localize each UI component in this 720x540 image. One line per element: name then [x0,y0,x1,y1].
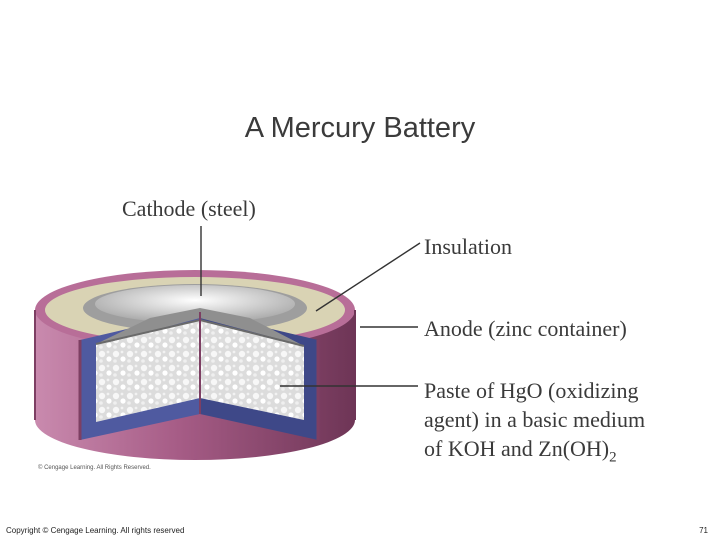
anode-label: Anode (zinc container) [424,316,627,341]
footer-copyright: Copyright © Cengage Learning. All rights… [6,526,185,535]
paste-label-subscript: 2 [609,449,617,466]
paste-right-face [200,320,304,420]
leader-lines [200,226,421,387]
insulation-label: Insulation [424,234,512,259]
paste-label-line3-main: of KOH and Zn(OH) [424,436,610,461]
paste-label: Paste of HgO (oxidizing agent) in a basi… [424,376,645,472]
cutaway-section [34,308,356,440]
slide-number: 71 [699,526,708,535]
image-credit: © Cengage Learning. All Rights Reserved. [38,465,151,471]
paste-label-line2: agent) in a basic medium [424,407,646,432]
paste-left-face [96,320,200,422]
cathode-label: Cathode (steel) [122,196,256,221]
insulation-leader [315,242,421,312]
paste-label-line3: of KOH and Zn(OH)2 [424,434,645,472]
steel-cathode-cap [95,285,295,323]
slide-title: A Mercury Battery [244,112,476,144]
paste-label-line1: Paste of HgO (oxidizing [424,378,639,403]
